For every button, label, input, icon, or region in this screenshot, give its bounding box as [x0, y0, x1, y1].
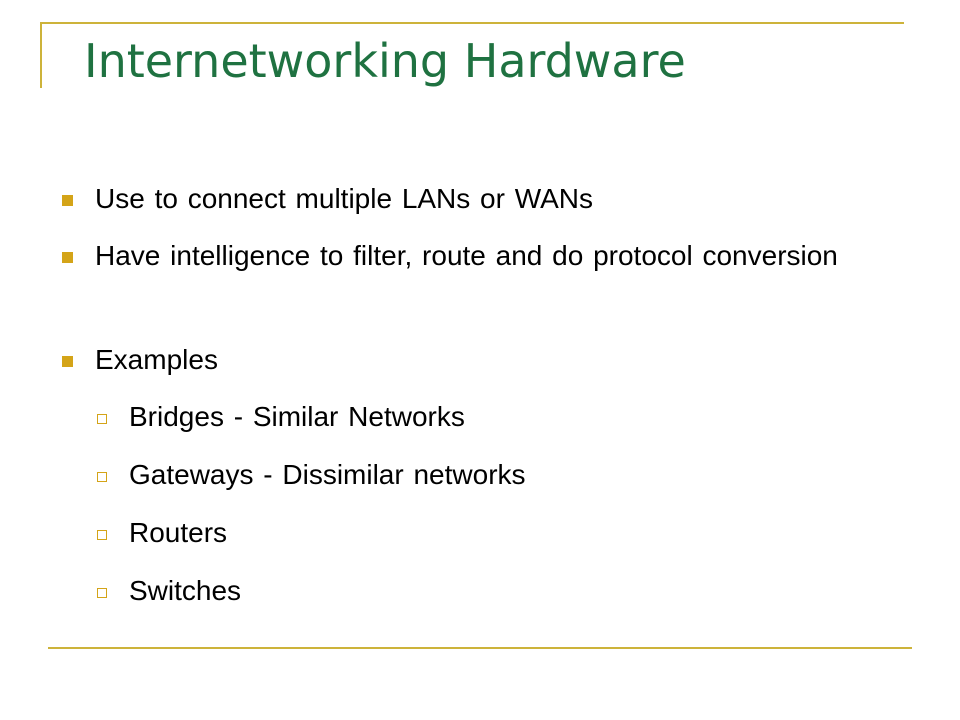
sub-bullet-text: Switches [129, 575, 242, 606]
bullet-text: Examples [95, 344, 218, 375]
slide-title: Internetworking Hardware [84, 34, 686, 88]
bullet-text: Have intelligence to filter, route and d… [95, 240, 838, 271]
frame-top-rule [40, 22, 904, 24]
sub-bullet-text: Gateways - Dissimilar networks [129, 459, 526, 490]
hollow-square-bullet-icon [97, 414, 107, 424]
square-bullet-icon [62, 356, 73, 367]
hollow-square-bullet-icon [97, 472, 107, 482]
hollow-square-bullet-icon [97, 588, 107, 598]
frame-bottom-rule [48, 647, 912, 649]
bullet-text: Use to connect multiple LANs or WANs [95, 183, 594, 214]
square-bullet-icon [62, 252, 73, 263]
sub-bullet-text: Routers [129, 517, 228, 548]
square-bullet-icon [62, 195, 73, 206]
sub-bullet-text: Bridges - Similar Networks [129, 401, 465, 432]
hollow-square-bullet-icon [97, 530, 107, 540]
frame-left-rule [40, 22, 42, 88]
